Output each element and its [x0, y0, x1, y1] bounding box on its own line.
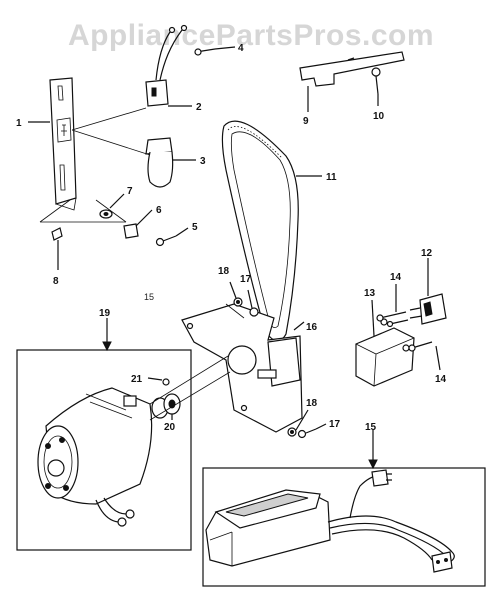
lamp-socket-part	[145, 24, 188, 107]
callout-3: 3	[200, 156, 206, 167]
callout-16: 16	[306, 322, 318, 333]
set-screw-part-21	[162, 378, 170, 386]
screw-part-17-upper	[249, 307, 259, 317]
callout-11: 11	[326, 172, 337, 183]
callout-13: 13	[364, 288, 376, 299]
callout-12: 12	[421, 248, 433, 259]
foot-controller-group-box	[202, 467, 486, 587]
watermark-text: AppliancePartsPros.com	[68, 19, 434, 52]
callout-1: 1	[16, 118, 22, 129]
screw-part-10	[371, 67, 381, 95]
nut-part-18-lower	[287, 427, 297, 437]
callout-18-lower: 18	[306, 398, 318, 409]
power-cord-part	[327, 469, 455, 573]
callout-19: 19	[99, 308, 111, 319]
pulley-part-20	[151, 393, 181, 419]
bracket-arm-part	[299, 51, 405, 87]
callout-10: 10	[373, 111, 385, 122]
switch-part	[409, 293, 447, 325]
callout-9: 9	[303, 116, 309, 127]
callout-6: 6	[156, 205, 162, 216]
callout-5: 5	[192, 222, 198, 233]
callout-14-upper: 14	[390, 272, 402, 283]
screw-part-14-upper	[376, 311, 409, 328]
bulb-part	[145, 137, 174, 188]
callout-15: 15	[365, 422, 377, 433]
motor-mount-plate-part	[181, 303, 303, 433]
foot-controller-part	[205, 489, 331, 567]
callout-17-upper: 17	[240, 274, 252, 285]
callout-7: 7	[127, 186, 133, 197]
screw-part-17-lower	[297, 428, 317, 439]
screw-part-4	[194, 48, 216, 56]
callout-18-upper: 18	[218, 266, 230, 277]
washer-part-7	[99, 209, 113, 219]
light-bracket-part	[49, 77, 77, 211]
capacitor-box-part	[355, 318, 415, 387]
screw-part-5	[155, 235, 177, 247]
motor-part	[37, 387, 153, 527]
callout-21: 21	[131, 374, 143, 385]
motor-group-box	[16, 349, 192, 551]
callout-2: 2	[196, 102, 202, 113]
callout-4: 4	[238, 43, 244, 54]
nut-part-18-upper	[233, 297, 243, 307]
callout-20: 20	[164, 422, 176, 433]
screw-part-8	[51, 227, 63, 241]
stray-mark: 15	[144, 292, 154, 302]
clip-part-6	[123, 223, 139, 239]
callout-8: 8	[53, 276, 59, 287]
callout-17-lower: 17	[329, 419, 341, 430]
callout-14-lower: 14	[435, 374, 447, 385]
screw-part-14-lower	[408, 341, 433, 352]
